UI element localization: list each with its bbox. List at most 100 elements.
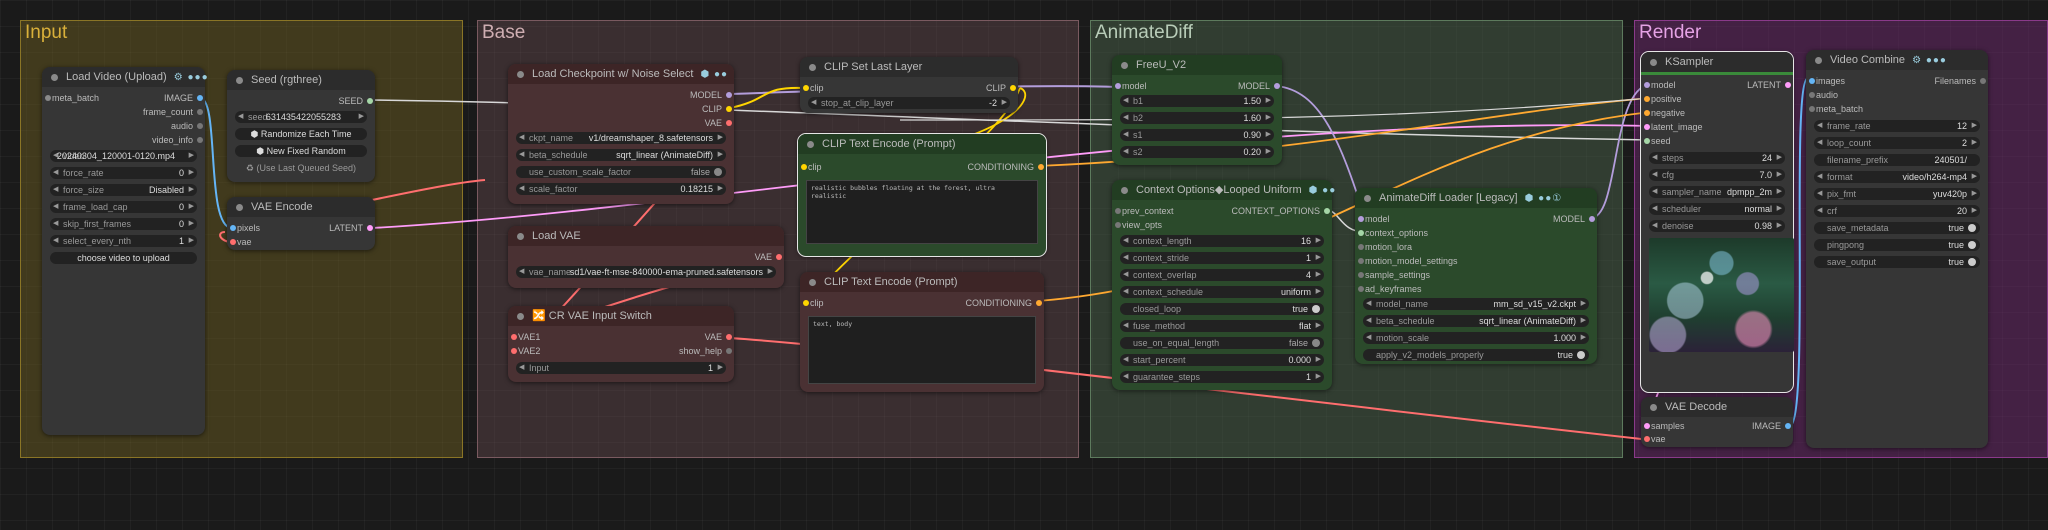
input-sample-settings[interactable]: sample_settings <box>1355 268 1495 282</box>
toggle-knob-icon[interactable] <box>1968 224 1976 232</box>
socket-icon[interactable] <box>1785 82 1791 88</box>
arrow-right-icon[interactable]: ▶ <box>1971 190 1977 197</box>
prompt-textarea[interactable]: text, body <box>808 316 1036 384</box>
node-header[interactable]: Load Video (Upload) ⚙ ●●● <box>42 67 208 87</box>
toggle-knob-icon[interactable] <box>1968 241 1976 249</box>
input-clip[interactable]: clip <box>798 160 868 174</box>
socket-icon[interactable] <box>726 120 732 126</box>
socket-icon[interactable] <box>803 85 809 91</box>
socket-icon[interactable] <box>776 254 782 260</box>
socket-icon[interactable] <box>803 300 809 306</box>
socket-icon[interactable] <box>1358 230 1364 236</box>
use-last-queued-seed-button[interactable]: ♻ (Use Last Queued Seed) <box>245 163 357 173</box>
socket-icon[interactable] <box>1274 83 1280 89</box>
collapse-dot[interactable] <box>1121 187 1128 194</box>
socket-icon[interactable] <box>726 92 732 98</box>
arrow-left-icon[interactable]: ◀ <box>1123 356 1129 363</box>
input-pixels[interactable]: pixels <box>227 221 297 235</box>
output-conditioning[interactable]: CONDITIONING <box>956 160 1046 174</box>
arrow-left-icon[interactable]: ◀ <box>1123 237 1129 244</box>
node-animatediff-loader[interactable]: AnimateDiff Loader [Legacy] ⬢ ●●① model … <box>1355 188 1597 364</box>
socket-icon[interactable] <box>367 98 373 104</box>
arrow-left-icon[interactable]: ◀ <box>1817 190 1823 197</box>
arrow-right-icon[interactable]: ▶ <box>1776 205 1782 212</box>
input-vae[interactable]: vae <box>227 235 297 249</box>
output-clip[interactable]: CLIP <box>664 102 734 116</box>
socket-icon[interactable] <box>1115 83 1121 89</box>
arrow-left-icon[interactable]: ◀ <box>53 186 59 193</box>
socket-icon[interactable] <box>1010 85 1016 91</box>
input-model[interactable]: model <box>1641 78 1731 92</box>
socket-icon[interactable] <box>230 239 236 245</box>
toggle-knob-icon[interactable] <box>1968 258 1976 266</box>
arrow-left-icon[interactable]: ◀ <box>53 152 59 159</box>
toggle-knob-icon[interactable] <box>1577 351 1585 359</box>
socket-icon[interactable] <box>1358 258 1364 264</box>
arrow-left-icon[interactable]: ◀ <box>1366 334 1372 341</box>
arrow-right-icon[interactable]: ▶ <box>1776 222 1782 229</box>
socket-icon[interactable] <box>197 137 203 143</box>
node-cr-vae-switch[interactable]: 🔀 CR VAE Input Switch VAE1 VAE2 VAE show… <box>508 306 734 382</box>
arrow-left-icon[interactable]: ◀ <box>1652 205 1658 212</box>
output-model[interactable]: MODEL <box>1527 212 1597 226</box>
collapse-dot[interactable] <box>517 233 524 240</box>
arrow-right-icon[interactable]: ▶ <box>188 237 194 244</box>
node-clip-text-encode-negative[interactable]: CLIP Text Encode (Prompt) clip CONDITION… <box>800 272 1044 392</box>
socket-icon[interactable] <box>197 109 203 115</box>
input-samples[interactable]: samples <box>1641 419 1711 433</box>
node-header[interactable]: VAE Decode <box>1641 397 1793 417</box>
arrow-right-icon[interactable]: ▶ <box>1315 373 1321 380</box>
output-vae[interactable]: VAE <box>664 116 734 130</box>
socket-icon[interactable] <box>197 123 203 129</box>
socket-icon[interactable] <box>1785 423 1791 429</box>
arrow-left-icon[interactable]: ◀ <box>1366 317 1372 324</box>
node-load-checkpoint[interactable]: Load Checkpoint w/ Noise Select ⬢ ●● MOD… <box>508 64 734 204</box>
arrow-right-icon[interactable]: ▶ <box>1580 334 1586 341</box>
arrow-left-icon[interactable]: ◀ <box>519 134 525 141</box>
socket-icon[interactable] <box>1589 216 1595 222</box>
input-seed[interactable]: seed <box>1641 134 1731 148</box>
arrow-left-icon[interactable]: ◀ <box>53 220 59 227</box>
collapse-dot[interactable] <box>809 64 816 71</box>
input-clip[interactable]: clip <box>800 296 870 310</box>
input-motion-lora[interactable]: motion_lora <box>1355 240 1495 254</box>
collapse-dot[interactable] <box>1650 59 1657 66</box>
arrow-right-icon[interactable]: ▶ <box>188 152 194 159</box>
socket-icon[interactable] <box>1644 82 1650 88</box>
socket-icon[interactable] <box>1115 222 1121 228</box>
socket-icon[interactable] <box>1809 92 1815 98</box>
arrow-left-icon[interactable]: ◀ <box>1123 322 1129 329</box>
input-ad-keyframes[interactable]: ad_keyframes <box>1355 282 1495 296</box>
collapse-dot[interactable] <box>517 313 524 320</box>
collapse-dot[interactable] <box>1121 62 1128 69</box>
arrow-right-icon[interactable]: ▶ <box>358 113 364 120</box>
socket-icon[interactable] <box>1980 78 1986 84</box>
socket-icon[interactable] <box>1324 208 1330 214</box>
arrow-left-icon[interactable]: ◀ <box>238 113 244 120</box>
socket-icon[interactable] <box>197 95 203 101</box>
arrow-left-icon[interactable]: ◀ <box>1123 271 1129 278</box>
node-load-video[interactable]: Load Video (Upload) ⚙ ●●● meta_batch IMA… <box>42 67 208 435</box>
arrow-left-icon[interactable]: ◀ <box>1817 122 1823 129</box>
arrow-right-icon[interactable]: ▶ <box>1971 122 1977 129</box>
arrow-right-icon[interactable]: ▶ <box>1315 288 1321 295</box>
